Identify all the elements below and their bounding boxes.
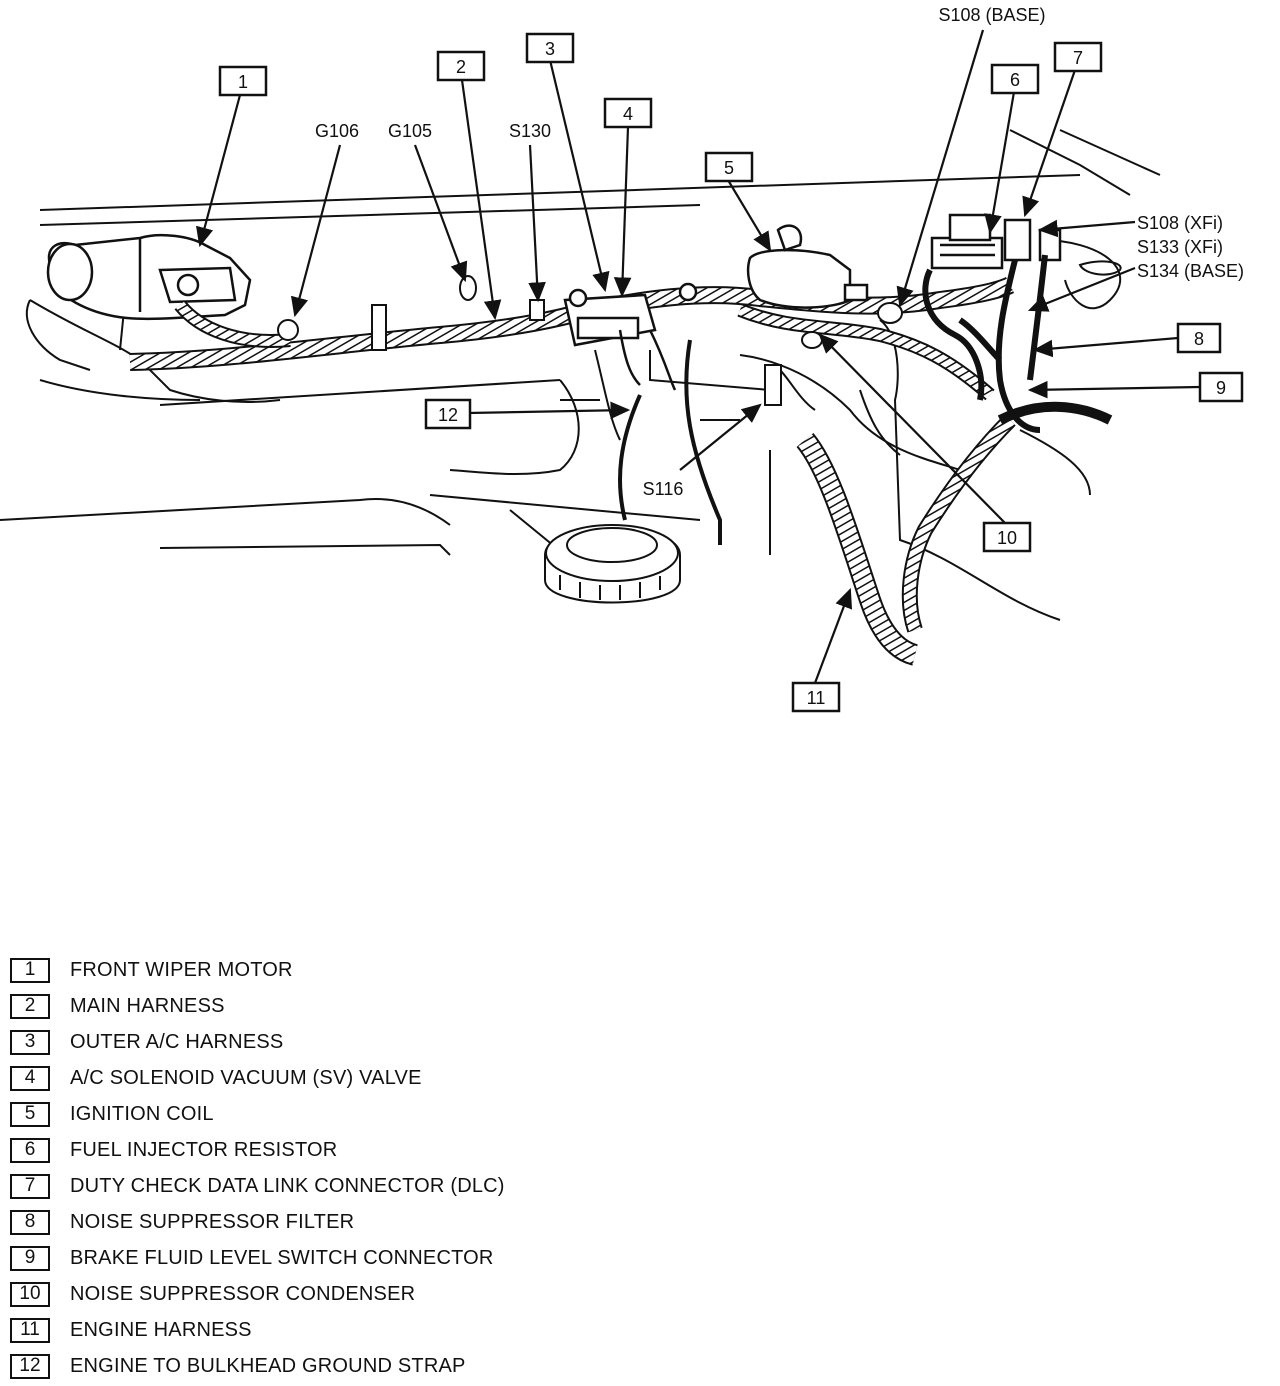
callout-5-text: 5 xyxy=(724,158,734,178)
legend-item-number: 11 xyxy=(10,1317,50,1343)
legend: 1 FRONT WIPER MOTOR 2 MAIN HARNESS 3 OUT… xyxy=(10,952,710,1384)
legend-item-number: 8 xyxy=(10,1209,50,1235)
legend-item: 5 IGNITION COIL xyxy=(10,1096,710,1132)
legend-item: 9 BRAKE FLUID LEVEL SWITCH CONNECTOR xyxy=(10,1240,710,1276)
callout-2: 2 xyxy=(436,50,486,82)
label-s133-xfi: S133 (XFi) xyxy=(1137,237,1223,257)
callout-9: 9 xyxy=(1198,371,1244,403)
callout-1: 1 xyxy=(218,65,268,97)
callout-3: 3 xyxy=(525,32,575,64)
label-g105: G105 xyxy=(388,121,432,141)
callout-5: 5 xyxy=(704,151,754,183)
label-s134-base: S134 (BASE) xyxy=(1137,261,1244,281)
reservoir-cap xyxy=(544,524,681,604)
legend-item-label: DUTY CHECK DATA LINK CONNECTOR (DLC) xyxy=(70,1174,505,1197)
legend-item-label: NOISE SUPPRESSOR CONDENSER xyxy=(70,1282,416,1305)
callout-11-text: 11 xyxy=(807,688,826,708)
leader-lines xyxy=(196,29,1201,684)
callout-10-text: 10 xyxy=(997,528,1017,548)
callout-4: 4 xyxy=(603,97,653,129)
legend-item: 8 NOISE SUPPRESSOR FILTER xyxy=(10,1204,710,1240)
callout-9-text: 9 xyxy=(1216,378,1226,398)
ac-connector xyxy=(563,282,698,391)
label-s130: S130 xyxy=(509,121,551,141)
callout-6-text: 6 xyxy=(1010,70,1020,90)
legend-item-number: 4 xyxy=(10,1065,50,1091)
legend-item: 12 ENGINE TO BULKHEAD GROUND STRAP xyxy=(10,1348,710,1384)
callout-4-text: 4 xyxy=(623,104,633,124)
fuel-injector-resistor-box xyxy=(930,213,1062,270)
callout-10: 10 xyxy=(982,521,1032,553)
callout-11: 11 xyxy=(791,681,841,713)
legend-item-number: 3 xyxy=(10,1029,50,1055)
callout-8-text: 8 xyxy=(1194,329,1204,349)
label-s108-base: S108 (BASE) xyxy=(938,5,1045,25)
legend-item: 3 OUTER A/C HARNESS xyxy=(10,1024,710,1060)
legend-item-label: A/C SOLENOID VACUUM (SV) VALVE xyxy=(70,1066,422,1089)
callout-7-text: 7 xyxy=(1073,48,1083,68)
label-g106: G106 xyxy=(315,121,359,141)
callout-12: 12 xyxy=(424,398,472,430)
callout-1-text: 1 xyxy=(238,72,248,92)
legend-item-label: IGNITION COIL xyxy=(70,1102,214,1125)
legend-item-label: FUEL INJECTOR RESISTOR xyxy=(70,1138,338,1161)
legend-item-number: 12 xyxy=(10,1353,50,1379)
body-outline xyxy=(0,129,1161,621)
callout-7: 7 xyxy=(1053,41,1103,73)
legend-item-label: ENGINE HARNESS xyxy=(70,1318,252,1341)
legend-item-label: BRAKE FLUID LEVEL SWITCH CONNECTOR xyxy=(70,1246,494,1269)
legend-item-number: 9 xyxy=(10,1245,50,1271)
callout-6: 6 xyxy=(990,63,1040,95)
front-wiper-motor xyxy=(46,233,252,321)
legend-item-label: FRONT WIPER MOTOR xyxy=(70,958,293,981)
ignition-coil xyxy=(746,224,869,309)
legend-item-number: 5 xyxy=(10,1101,50,1127)
legend-item: 4 A/C SOLENOID VACUUM (SV) VALVE xyxy=(10,1060,710,1096)
label-s116: S116 xyxy=(643,479,684,499)
right-side-wires xyxy=(922,254,1048,433)
label-s108-xfi: S108 (XFi) xyxy=(1137,213,1223,233)
legend-item: 1 FRONT WIPER MOTOR xyxy=(10,952,710,988)
callout-3-text: 3 xyxy=(545,39,555,59)
legend-item-number: 10 xyxy=(10,1281,50,1307)
legend-item: 10 NOISE SUPPRESSOR CONDENSER xyxy=(10,1276,710,1312)
legend-item-number: 6 xyxy=(10,1137,50,1163)
legend-item-label: MAIN HARNESS xyxy=(70,994,225,1017)
legend-item: 6 FUEL INJECTOR RESISTOR xyxy=(10,1132,710,1168)
ground-strap xyxy=(618,339,722,545)
legend-item: 7 DUTY CHECK DATA LINK CONNECTOR (DLC) xyxy=(10,1168,710,1204)
legend-item-label: ENGINE TO BULKHEAD GROUND STRAP xyxy=(70,1354,466,1377)
engine-harness xyxy=(796,401,1113,666)
legend-item-number: 1 xyxy=(10,957,50,983)
callout-2-text: 2 xyxy=(456,57,466,77)
small-fittings xyxy=(277,275,903,406)
engine-harness-diagram: 1 2 3 4 5 6 7 8 9 10 11 12 xyxy=(0,5,1244,713)
legend-item: 11 ENGINE HARNESS xyxy=(10,1312,710,1348)
legend-item-label: OUTER A/C HARNESS xyxy=(70,1030,284,1053)
legend-item-number: 7 xyxy=(10,1173,50,1199)
legend-item: 2 MAIN HARNESS xyxy=(10,988,710,1024)
callout-12-text: 12 xyxy=(438,405,458,425)
callout-8: 8 xyxy=(1176,322,1222,354)
legend-item-label: NOISE SUPPRESSOR FILTER xyxy=(70,1210,355,1233)
legend-item-number: 2 xyxy=(10,993,50,1019)
